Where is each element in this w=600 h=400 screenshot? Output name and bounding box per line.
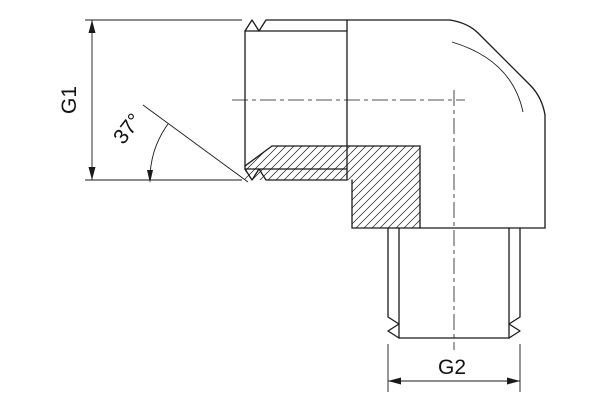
centerlines bbox=[232, 90, 465, 350]
body-corner-chamfer bbox=[449, 19, 546, 116]
top-thread-crest-lower bbox=[244, 168, 348, 181]
bottom-thread-crest-right bbox=[508, 227, 521, 339]
g1-arrow-bottom bbox=[88, 167, 96, 180]
angle-arc bbox=[149, 123, 169, 181]
g2-arrow-right bbox=[507, 377, 520, 385]
g2-label: G2 bbox=[438, 356, 466, 379]
g2-arrow-left bbox=[388, 377, 401, 385]
top-thread-crest-upper bbox=[244, 19, 348, 32]
angle-annotation: 37° bbox=[109, 104, 249, 183]
angle-label: 37° bbox=[109, 109, 147, 148]
angle-arc-arrow bbox=[147, 170, 153, 183]
g1-label: G1 bbox=[58, 86, 81, 114]
dimension-g1: G1 bbox=[58, 19, 242, 181]
bottom-thread-crest-left bbox=[387, 227, 400, 339]
angle-reference-line bbox=[142, 104, 249, 183]
flare-cone-edge bbox=[244, 145, 273, 167]
body-corner-inner-arc bbox=[451, 41, 524, 113]
dimension-g2: G2 bbox=[387, 344, 521, 392]
section-hatch-region bbox=[245, 146, 420, 228]
g1-arrow-top bbox=[88, 20, 96, 33]
